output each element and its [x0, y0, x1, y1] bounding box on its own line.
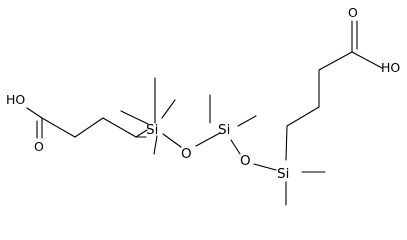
bond-chain-left-1: [41, 117, 76, 138]
bond-si3-chain-up: [285, 125, 288, 161]
bond-si1-methyl-right: [161, 99, 176, 119]
atom-label-silicon-3: Si: [277, 166, 289, 182]
siloxane-bridge-1: [195, 132, 221, 147]
atom-label-hydroxyl-left: HO: [6, 92, 25, 107]
atom-label-oxygen-2: O: [240, 153, 251, 169]
bond-chain-right-3: [318, 51, 353, 71]
bond-si2-o2: [230, 139, 241, 155]
bond-si1-o1: [162, 133, 182, 148]
left-carboxy-butyl-chain: [26, 107, 147, 139]
bond-si2-methyl-right: [237, 115, 257, 127]
bond-si1-down: [153, 135, 158, 155]
bond-o1-si2: [195, 132, 221, 147]
siloxane-bridge-2: [253, 163, 277, 171]
atom-label-hydroxyl-right: HO: [381, 60, 400, 75]
bond-chain-right-1: [286, 106, 320, 127]
silicon-2-group: [209, 94, 257, 155]
bond-o2-si3: [253, 163, 277, 171]
atom-label-silicon-2: Si: [218, 122, 230, 138]
silicon-1-group: [120, 77, 182, 155]
silicon-3-group: [285, 125, 326, 206]
bond-chain-left-3: [102, 117, 137, 138]
chemical-structure: HO O Si O Si O Si O HO: [6, 5, 400, 206]
bond-c-oh-right: [351, 51, 383, 69]
atom-label-oxygen-1: O: [181, 146, 192, 162]
atom-label-silicon-1: Si: [146, 122, 158, 138]
atom-label-carbonyl-o-left: O: [34, 139, 44, 154]
bond-oh-c-left: [26, 107, 43, 119]
bond-si1-methyl-left: [120, 110, 149, 125]
right-carboxy-butyl-chain: [286, 20, 383, 127]
bond-chain-left-2: [74, 117, 104, 138]
bond-si1-chain: [135, 129, 148, 138]
atom-label-carbonyl-o-right: O: [348, 5, 358, 20]
